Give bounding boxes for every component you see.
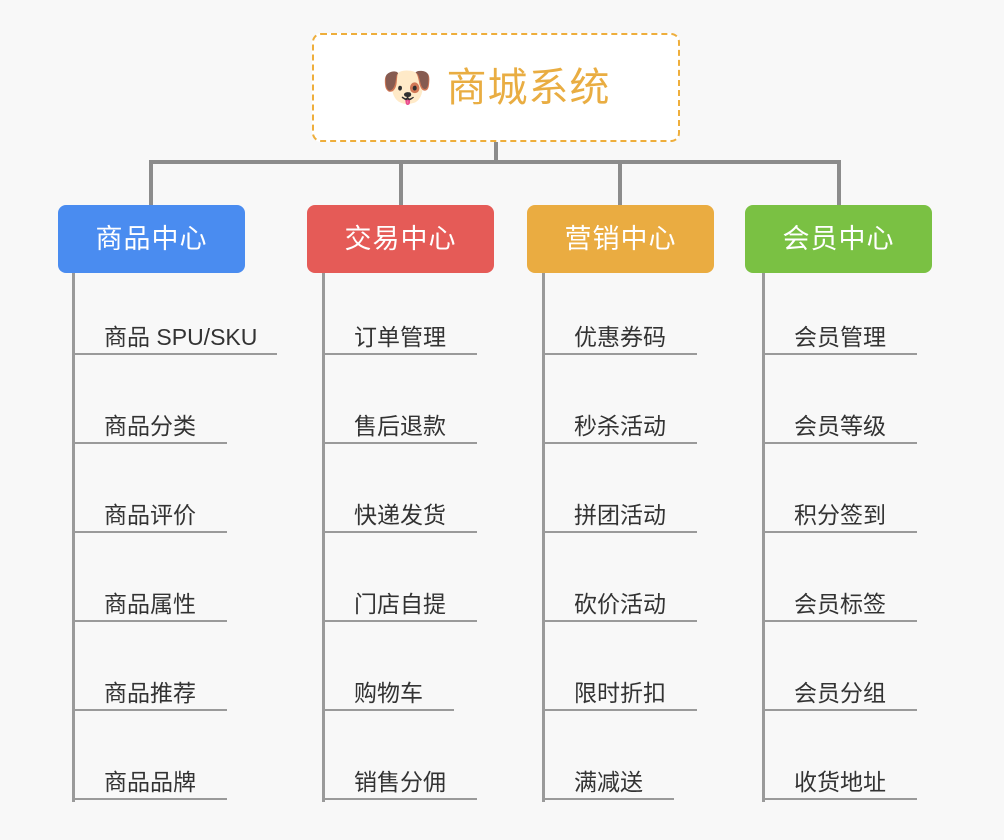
leaf-label: 满减送 bbox=[574, 769, 643, 795]
leaf-underline bbox=[322, 353, 477, 355]
leaf-underline bbox=[72, 709, 227, 711]
leaf-underline bbox=[322, 798, 477, 800]
leaf-underline bbox=[72, 798, 227, 800]
leaf-underline bbox=[542, 620, 697, 622]
leaf-underline bbox=[762, 531, 917, 533]
leaf-underline bbox=[542, 442, 697, 444]
leaf-label: 商品评价 bbox=[104, 502, 196, 528]
leaf-spine-trade bbox=[322, 273, 325, 802]
connector-root-stem bbox=[494, 142, 498, 164]
connector-drop-category-4 bbox=[837, 160, 841, 207]
leaf-label: 商品属性 bbox=[104, 591, 196, 617]
leaf-label: 会员标签 bbox=[794, 591, 886, 617]
leaf-underline bbox=[542, 709, 697, 711]
leaf-label: 拼团活动 bbox=[574, 502, 666, 528]
leaf-label: 限时折扣 bbox=[574, 680, 666, 706]
leaf-label: 销售分佣 bbox=[354, 769, 446, 795]
leaf-underline bbox=[322, 531, 477, 533]
leaf-spine-marketing bbox=[542, 273, 545, 802]
root-node-title: 商城系统 bbox=[446, 65, 611, 110]
leaf-underline bbox=[542, 798, 674, 800]
leaf-label: 商品推荐 bbox=[104, 680, 196, 706]
leaf-underline bbox=[542, 531, 697, 533]
leaf-label: 商品品牌 bbox=[104, 769, 196, 795]
leaf-underline bbox=[762, 620, 917, 622]
category-box-members[interactable]: 会员中心 bbox=[745, 205, 932, 273]
leaf-label: 售后退款 bbox=[354, 413, 446, 439]
leaf-spine-products bbox=[72, 273, 75, 802]
leaf-label: 优惠券码 bbox=[574, 324, 666, 350]
leaf-underline bbox=[322, 709, 454, 711]
category-label-products: 商品中心 bbox=[95, 223, 208, 254]
leaf-underline bbox=[72, 353, 277, 355]
shiba-dog-face-icon: 🐶 bbox=[381, 64, 433, 110]
category-box-products[interactable]: 商品中心 bbox=[58, 205, 245, 273]
root-node-mall-system[interactable]: 🐶 商城系统 bbox=[312, 33, 680, 142]
leaf-underline bbox=[72, 531, 227, 533]
leaf-underline bbox=[762, 442, 917, 444]
leaf-spine-members bbox=[762, 273, 765, 802]
leaf-label: 积分签到 bbox=[794, 502, 886, 528]
connector-horizontal-bus bbox=[149, 160, 841, 164]
leaf-underline bbox=[762, 798, 917, 800]
connector-drop-category-3 bbox=[618, 160, 622, 207]
leaf-label: 商品分类 bbox=[104, 413, 196, 439]
leaf-label: 商品 SPU/SKU bbox=[104, 324, 258, 350]
connector-drop-category-1 bbox=[149, 160, 153, 207]
leaf-underline bbox=[322, 442, 477, 444]
category-label-trade: 交易中心 bbox=[344, 223, 457, 254]
category-box-marketing[interactable]: 营销中心 bbox=[527, 205, 714, 273]
connector-drop-category-2 bbox=[399, 160, 403, 207]
leaf-underline bbox=[72, 442, 227, 444]
leaf-label: 快递发货 bbox=[354, 502, 446, 528]
leaf-underline bbox=[322, 620, 477, 622]
leaf-underline bbox=[72, 620, 227, 622]
leaf-label: 会员等级 bbox=[794, 413, 886, 439]
leaf-label: 购物车 bbox=[354, 680, 423, 706]
leaf-label: 订单管理 bbox=[354, 324, 446, 350]
leaf-underline bbox=[762, 709, 917, 711]
root-node-content: 🐶 商城系统 bbox=[381, 67, 610, 108]
leaf-label: 会员管理 bbox=[794, 324, 886, 350]
category-label-marketing: 营销中心 bbox=[564, 223, 677, 254]
category-label-members: 会员中心 bbox=[782, 223, 895, 254]
leaf-label: 会员分组 bbox=[794, 680, 886, 706]
leaf-label: 收货地址 bbox=[794, 769, 886, 795]
leaf-label: 砍价活动 bbox=[574, 591, 666, 617]
leaf-underline bbox=[762, 353, 917, 355]
category-box-trade[interactable]: 交易中心 bbox=[307, 205, 494, 273]
leaf-label: 门店自提 bbox=[354, 591, 446, 617]
leaf-label: 秒杀活动 bbox=[574, 413, 666, 439]
leaf-underline bbox=[542, 353, 697, 355]
